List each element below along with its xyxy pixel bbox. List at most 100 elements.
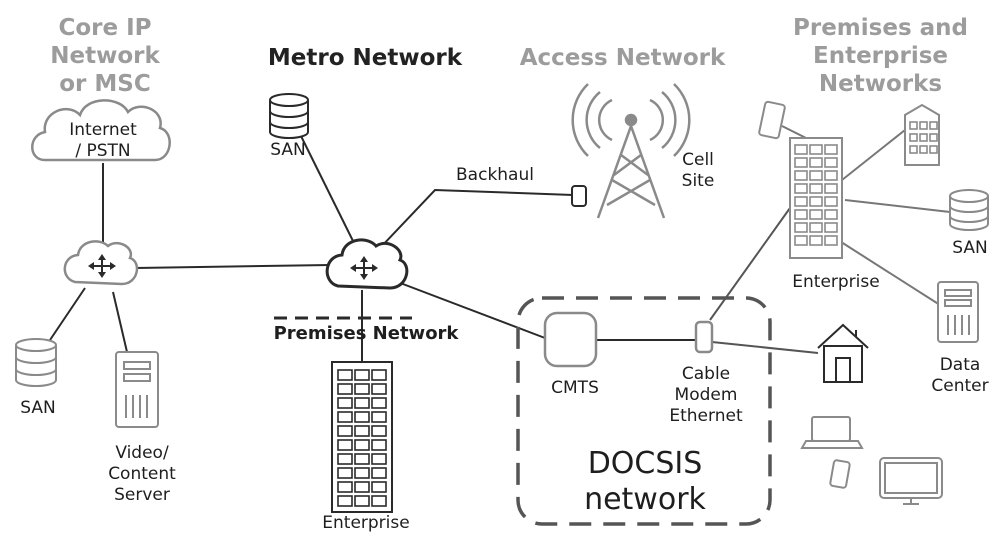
window bbox=[809, 170, 823, 181]
window bbox=[337, 383, 353, 395]
window bbox=[824, 222, 838, 233]
cable-modem-label: Cable Modem Ethernet bbox=[669, 364, 743, 426]
monitor-icon bbox=[879, 457, 943, 505]
window bbox=[824, 144, 838, 155]
link-ent-building bbox=[841, 129, 906, 181]
house-icon bbox=[817, 323, 869, 383]
window bbox=[337, 495, 353, 507]
link-backhaul bbox=[379, 188, 574, 249]
enterprise-bottom-label: Enterprise bbox=[322, 513, 410, 533]
window bbox=[371, 453, 387, 465]
link-core-san bbox=[49, 287, 86, 341]
smartphone-icon bbox=[758, 100, 786, 140]
window bbox=[929, 133, 938, 142]
window bbox=[337, 453, 353, 465]
window bbox=[809, 196, 823, 207]
enterprise-right-building-icon bbox=[789, 137, 843, 259]
window bbox=[354, 369, 370, 381]
window bbox=[337, 439, 353, 451]
connections bbox=[49, 125, 951, 362]
data-center-label: Data Center bbox=[931, 355, 989, 396]
window bbox=[909, 145, 918, 154]
window bbox=[371, 467, 387, 479]
san-left-label: SAN bbox=[20, 398, 56, 418]
docsis-network-label: DOCSIS network bbox=[584, 446, 706, 517]
cmts-label: CMTS bbox=[551, 378, 599, 398]
window bbox=[337, 481, 353, 493]
link-core-video bbox=[112, 291, 128, 353]
data-center-icon bbox=[937, 281, 979, 343]
window bbox=[919, 145, 928, 154]
window bbox=[354, 453, 370, 465]
header-metro-network: Metro Network bbox=[267, 45, 463, 71]
backhaul-label: Backhaul bbox=[456, 165, 534, 185]
window bbox=[824, 235, 838, 246]
cloud-icon bbox=[31, 99, 171, 162]
window bbox=[354, 383, 370, 395]
window bbox=[371, 439, 387, 451]
window bbox=[794, 196, 808, 207]
office-building-windows bbox=[909, 121, 938, 154]
window bbox=[337, 467, 353, 479]
window bbox=[371, 495, 387, 507]
window bbox=[371, 369, 387, 381]
window bbox=[794, 209, 808, 220]
header-access-network: Access Network bbox=[519, 45, 726, 71]
enterprise-right-windows bbox=[794, 144, 838, 246]
metro-router-icon bbox=[325, 238, 409, 290]
window bbox=[809, 222, 823, 233]
window bbox=[794, 183, 808, 194]
video-server-label: Video/ Content Server bbox=[108, 443, 176, 505]
window bbox=[794, 170, 808, 181]
cloud-label: Internet / PSTN bbox=[69, 120, 137, 161]
window bbox=[929, 121, 938, 130]
window bbox=[809, 157, 823, 168]
window bbox=[354, 495, 370, 507]
video-server-icon bbox=[115, 351, 159, 428]
window bbox=[794, 144, 808, 155]
enterprise-building-icon bbox=[331, 361, 393, 513]
window bbox=[337, 411, 353, 423]
link-ent-san bbox=[844, 199, 951, 213]
window bbox=[371, 383, 387, 395]
window bbox=[354, 397, 370, 409]
link-modem-home bbox=[711, 341, 819, 354]
window bbox=[909, 133, 918, 142]
enterprise-right-label: Enterprise bbox=[792, 272, 880, 292]
laptop-icon bbox=[800, 416, 864, 449]
window bbox=[824, 196, 838, 207]
enterprise-windows bbox=[337, 369, 387, 507]
window bbox=[354, 467, 370, 479]
san-top-label: SAN bbox=[270, 140, 306, 160]
window bbox=[909, 121, 918, 130]
window bbox=[824, 209, 838, 220]
window bbox=[809, 209, 823, 220]
window bbox=[824, 183, 838, 194]
header-premises-networks: Premises and Enterprise Networks bbox=[793, 15, 968, 97]
window bbox=[354, 439, 370, 451]
window bbox=[929, 145, 938, 154]
window bbox=[371, 425, 387, 437]
cell-tower-icon bbox=[571, 83, 691, 219]
header-core-network: Core IP Network or MSC bbox=[50, 15, 160, 97]
cell-site-label: Cell Site bbox=[681, 150, 715, 191]
window bbox=[354, 425, 370, 437]
san-right-label: SAN bbox=[952, 238, 988, 258]
window bbox=[371, 481, 387, 493]
window bbox=[794, 157, 808, 168]
window bbox=[794, 222, 808, 233]
link-metro-cmts bbox=[394, 280, 546, 339]
premises-network-label: Premises Network bbox=[273, 323, 459, 344]
backhaul-node-icon bbox=[571, 185, 587, 207]
window bbox=[354, 411, 370, 423]
window bbox=[824, 170, 838, 181]
cmts-icon bbox=[543, 311, 598, 368]
link-ent-datacenter bbox=[837, 239, 941, 306]
window bbox=[919, 133, 928, 142]
san-top-icon bbox=[269, 93, 309, 139]
window bbox=[354, 481, 370, 493]
link-modem-enterprise bbox=[709, 207, 791, 321]
window bbox=[809, 235, 823, 246]
link-core-metro bbox=[135, 264, 331, 269]
window bbox=[371, 411, 387, 423]
